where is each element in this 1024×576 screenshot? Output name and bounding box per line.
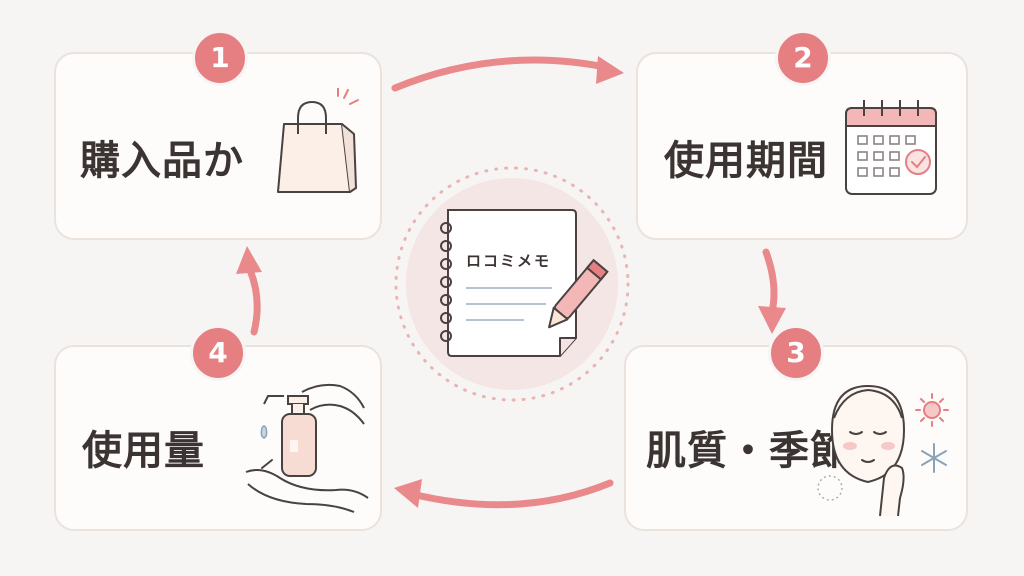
notebook-pencil-icon xyxy=(440,209,609,357)
step-badge-3: 3 xyxy=(768,325,824,381)
calendar-icon xyxy=(845,100,937,195)
step-badge-1: 1 xyxy=(192,30,248,86)
shopping-bag-icon xyxy=(277,88,359,193)
face-season-icon xyxy=(817,384,949,517)
pump-bottle-icon xyxy=(245,383,369,513)
step-badge-4: 4 xyxy=(190,325,246,381)
notebook-title: ロコミメモ xyxy=(466,252,552,270)
arrow-4-to-1 xyxy=(236,246,262,336)
step-badge-2: 2 xyxy=(775,30,831,86)
center-dotted-ring xyxy=(394,166,630,402)
step-label-2: 使用期間 xyxy=(664,138,828,184)
step-label-4: 使用量 xyxy=(82,428,205,474)
arrow-1-to-2 xyxy=(391,56,624,92)
step-label-1: 購入品か xyxy=(80,138,244,184)
arrow-3-to-4 xyxy=(394,479,614,509)
step-label-3: 肌質・季節 xyxy=(646,428,851,474)
arrow-2-to-3 xyxy=(758,248,786,334)
